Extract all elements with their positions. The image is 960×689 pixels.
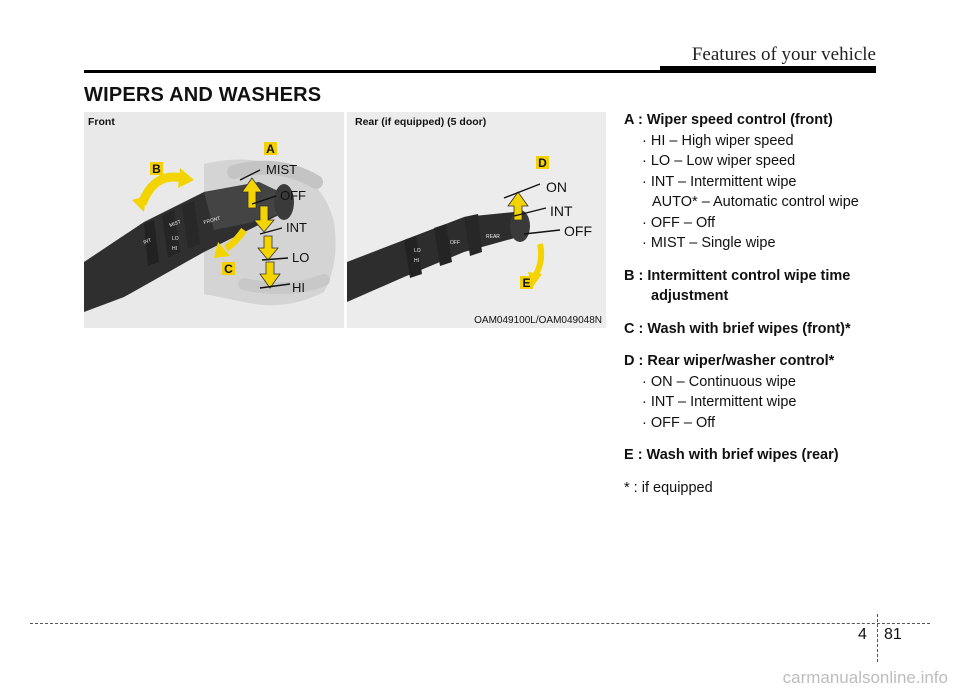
header-rule — [84, 70, 876, 73]
stalk-front-text-hi: HI — [172, 246, 177, 252]
legend: A : Wiper speed control (front) · HI – H… — [624, 110, 894, 498]
stalk-rear-text-hi: HI — [414, 258, 419, 264]
legend-a-head: A : Wiper speed control (front) — [624, 112, 833, 128]
wiper-illustration: INT MIST LO HI FRONT A B — [84, 112, 606, 328]
legend-a-item: · LO – Low wiper speed — [642, 153, 796, 169]
callout-d: D — [538, 156, 547, 170]
stalk-rear-text-lo: LO — [414, 248, 421, 254]
legend-b-cont: adjustment — [651, 288, 729, 304]
panel-divider — [344, 112, 347, 328]
callout-e: E — [522, 276, 530, 290]
stalk-rear-text-off: OFF — [450, 240, 460, 246]
rear-label-on: ON — [546, 179, 567, 195]
legend-a-item: · MIST – Single wipe — [642, 235, 776, 251]
section-number: 4 — [858, 626, 867, 643]
legend-gap — [624, 466, 894, 478]
stalk-front-text-mist: MIST — [169, 219, 182, 229]
legend-d-item: · INT – Intermittent wipe — [642, 394, 797, 410]
rear-panel-label: Rear (if equipped) (5 door) — [355, 116, 487, 128]
legend-gap — [624, 307, 894, 319]
front-panel-art: INT MIST LO HI FRONT A B — [84, 142, 336, 312]
figure-code: OAM049100L/OAM049048N — [474, 315, 602, 326]
legend-d-item: · ON – Continuous wipe — [642, 373, 796, 390]
rear-label-int: INT — [550, 203, 573, 219]
legend-d-item: · OFF – Off — [642, 414, 716, 431]
wiper-figure: INT MIST LO HI FRONT A B — [84, 112, 606, 328]
stalk-front-text-int: INT — [143, 237, 153, 245]
footer-divider — [30, 623, 930, 624]
callout-b: B — [152, 162, 161, 176]
section-title: WIPERS AND WASHERS — [84, 84, 322, 106]
page-number-divider — [877, 614, 878, 662]
front-label-mist: MIST — [266, 162, 297, 177]
legend-note: * : if equipped — [624, 479, 713, 496]
stalk-rear-text-rear: REAR — [486, 234, 500, 240]
legend-c-head: C : Wash with brief wipes (front)* — [624, 320, 851, 337]
callout-c: C — [224, 262, 233, 276]
legend-gap — [624, 433, 894, 445]
legend-a-item: · OFF – Off — [642, 214, 716, 231]
legend-a-auto: AUTO* – Automatic control wipe — [652, 194, 859, 210]
legend-d-head: D : Rear wiper/washer control* — [624, 353, 835, 369]
stalk-front-text-front: FRONT — [203, 216, 221, 226]
stalk-rear-text-mist: MIST — [394, 236, 406, 242]
header-rule-thick — [660, 66, 876, 72]
rear-panel-art: MIST LO HI OFF REAR D E ON INT OFF — [347, 112, 606, 328]
front-label-lo: LO — [292, 250, 309, 265]
watermark: carmanualsonline.info — [782, 668, 948, 687]
legend-a-item: · HI – High wiper speed — [642, 132, 794, 149]
header-title: Features of your vehicle — [691, 44, 876, 65]
legend-b-head: B : Intermittent control wipe time — [624, 267, 851, 284]
legend-a-item: · INT – Intermittent wipe — [642, 173, 797, 190]
legend-e-head: E : Wash with brief wipes (rear) — [624, 447, 839, 463]
legend-gap — [624, 339, 894, 351]
legend-gap — [624, 254, 894, 266]
callout-a: A — [266, 142, 275, 156]
rear-label-off: OFF — [564, 223, 592, 239]
page-number: 81 — [884, 626, 902, 643]
stalk-front-text-lo: LO — [172, 236, 179, 242]
front-panel-label: Front — [88, 116, 115, 128]
front-label-int: INT — [286, 220, 307, 235]
front-label-hi: HI — [292, 280, 305, 295]
front-label-off: OFF — [280, 188, 306, 203]
